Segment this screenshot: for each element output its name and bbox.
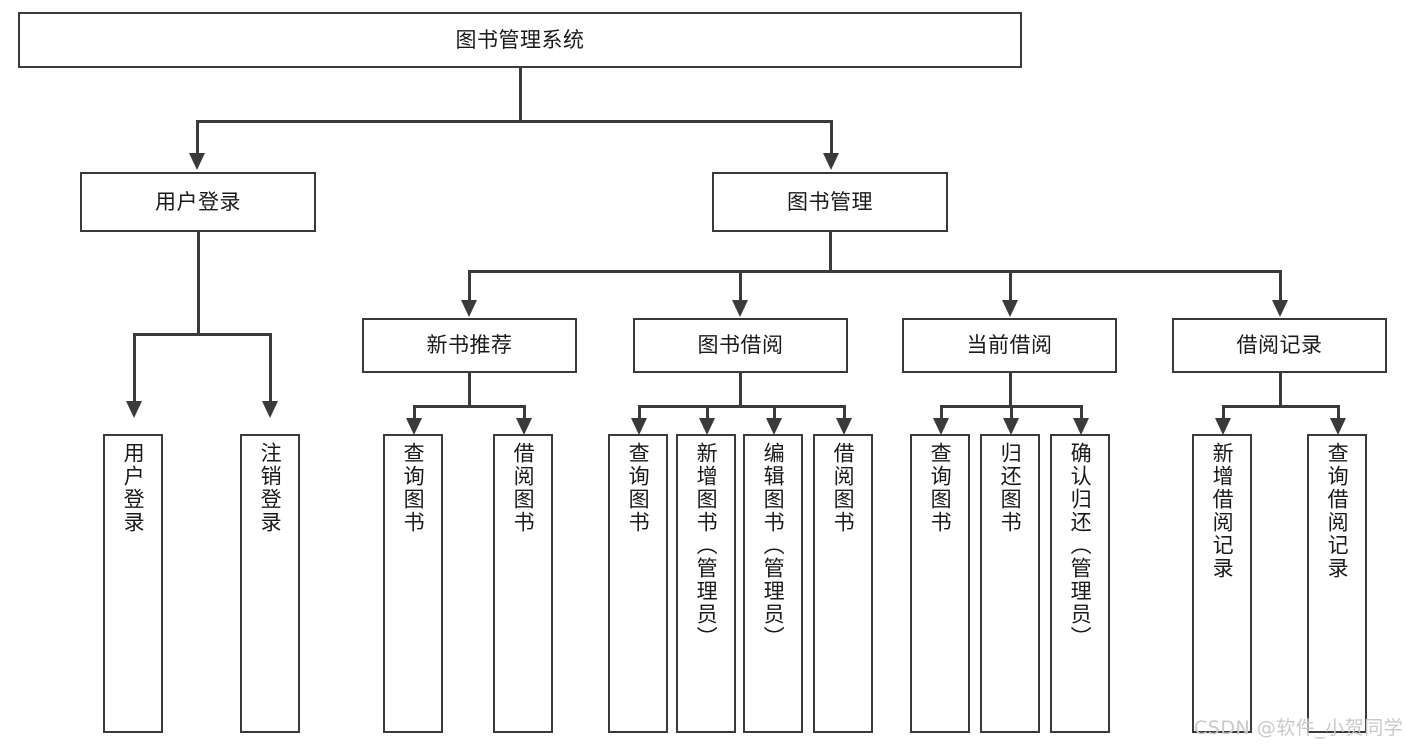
node-label: 查询图书 [626, 442, 651, 534]
leaf-user-login-login[interactable]: 用户登录 [103, 434, 163, 733]
connector-user-login-to-leaf-1 [133, 333, 136, 403]
node-root-book-management-system[interactable]: 图书管理系统 [18, 12, 1022, 68]
connector-root-stem [519, 68, 522, 122]
leaf-book-borrow-query-book[interactable]: 查询图书 [608, 434, 668, 733]
arrowhead-root-to-user-login [189, 153, 205, 170]
connector-book-management-stem [829, 232, 832, 272]
leaf-user-login-logout[interactable]: 注销登录 [240, 434, 300, 733]
arrowhead-book-borrow-leaf-4 [836, 418, 852, 435]
node-book-borrow[interactable]: 图书借阅 [633, 318, 848, 373]
node-label: 图书借阅 [697, 333, 784, 358]
connector-book-borrow-stem [739, 373, 742, 407]
connector-book-borrow-leaf-1 [638, 405, 641, 423]
node-label: 查询图书 [928, 442, 953, 534]
leaf-current-borrow-return-book[interactable]: 归还图书 [980, 434, 1040, 733]
connector-new-book-bar [413, 405, 523, 408]
node-label: 归还图书 [998, 442, 1023, 534]
leaf-borrow-record-add-record[interactable]: 新增借阅记录 [1192, 434, 1252, 733]
arrowhead-current-borrow-leaf-3 [1073, 418, 1089, 435]
connector-root-to-book-management [830, 120, 833, 155]
node-label: 借阅图书 [511, 442, 536, 534]
leaf-new-book-query-book[interactable]: 查询图书 [383, 434, 443, 733]
connector-book-borrow-leaf-4 [843, 405, 846, 423]
connector-borrow-record-stem [1279, 373, 1282, 407]
connector-bm-to-current-borrow [1009, 270, 1012, 302]
arrowhead-bm-current-borrow [1002, 300, 1018, 317]
arrowhead-new-book-leaf-1 [406, 418, 422, 435]
arrowhead-book-borrow-leaf-2 [699, 418, 715, 435]
arrowhead-user-login-leaf-2 [262, 401, 278, 418]
node-label: 新增借阅记录 [1210, 442, 1235, 580]
connector-root-to-user-login [196, 120, 199, 155]
node-new-book-recommend[interactable]: 新书推荐 [362, 318, 577, 373]
connector-current-borrow-leaf-3 [1080, 405, 1083, 423]
node-label: 查询借阅记录 [1325, 442, 1350, 580]
arrowhead-bm-new-book [461, 300, 477, 317]
leaf-current-borrow-confirm-return-admin[interactable]: 确认归还（管理员） [1050, 434, 1110, 733]
arrowhead-bm-borrow-record [1272, 300, 1288, 317]
connector-bm-to-book-borrow [739, 270, 742, 302]
connector-book-management-bar [468, 270, 1282, 273]
node-label: 图书管理系统 [455, 27, 585, 52]
node-label: 借阅记录 [1236, 333, 1323, 358]
node-label: 当前借阅 [966, 333, 1053, 358]
connector-current-borrow-leaf-1 [940, 405, 943, 423]
connector-user-login-to-leaf-2 [269, 333, 272, 403]
node-label: 用户登录 [155, 189, 241, 214]
leaf-new-book-borrow-book[interactable]: 借阅图书 [493, 434, 553, 733]
leaf-borrow-record-query-record[interactable]: 查询借阅记录 [1307, 434, 1367, 733]
connector-new-book-stem [468, 373, 471, 407]
node-label: 编辑图书（管理员） [761, 442, 786, 649]
arrowhead-book-borrow-leaf-3 [766, 418, 782, 435]
leaf-current-borrow-query-book[interactable]: 查询图书 [910, 434, 970, 733]
node-borrow-record[interactable]: 借阅记录 [1172, 318, 1387, 373]
connector-bm-to-new-book [468, 270, 471, 302]
node-label: 新书推荐 [426, 333, 513, 358]
connector-new-book-leaf-2 [523, 405, 526, 423]
node-label: 新增图书（管理员） [694, 442, 719, 649]
node-book-management[interactable]: 图书管理 [712, 172, 948, 232]
connector-root-bar [196, 120, 832, 123]
connector-book-borrow-leaf-2 [706, 405, 709, 423]
node-label: 图书管理 [787, 189, 873, 214]
node-user-login[interactable]: 用户登录 [80, 172, 316, 232]
arrowhead-bm-book-borrow [732, 300, 748, 317]
node-label: 注销登录 [258, 442, 283, 534]
node-label: 用户登录 [121, 442, 146, 534]
arrowhead-borrow-record-leaf-1 [1215, 418, 1231, 435]
leaf-book-borrow-edit-book-admin[interactable]: 编辑图书（管理员） [743, 434, 803, 733]
arrowhead-current-borrow-leaf-1 [933, 418, 949, 435]
connector-book-borrow-leaf-3 [773, 405, 776, 423]
connector-borrow-record-leaf-1 [1222, 405, 1225, 423]
connector-book-borrow-bar [638, 405, 843, 408]
connector-bm-to-borrow-record [1279, 270, 1282, 302]
connector-current-borrow-stem [1009, 373, 1012, 407]
node-current-borrow[interactable]: 当前借阅 [902, 318, 1117, 373]
node-label: 查询图书 [401, 442, 426, 534]
connector-borrow-record-bar [1222, 405, 1337, 408]
arrowhead-book-borrow-leaf-1 [631, 418, 647, 435]
leaf-book-borrow-add-book-admin[interactable]: 新增图书（管理员） [676, 434, 736, 733]
connector-borrow-record-leaf-2 [1337, 405, 1340, 423]
csdn-watermark: CSDN @软件_小贺同学 [1194, 717, 1404, 739]
arrowhead-current-borrow-leaf-2 [1003, 418, 1019, 435]
connector-current-borrow-leaf-2 [1010, 405, 1013, 423]
arrowhead-borrow-record-leaf-2 [1330, 418, 1346, 435]
connector-user-login-stem [197, 232, 200, 335]
connector-user-login-bar [133, 333, 269, 336]
node-label: 借阅图书 [831, 442, 856, 534]
node-label: 确认归还（管理员） [1068, 442, 1093, 649]
arrowhead-root-to-book-management [823, 153, 839, 170]
arrowhead-user-login-leaf-1 [126, 401, 142, 418]
connector-new-book-leaf-1 [413, 405, 416, 423]
arrowhead-new-book-leaf-2 [516, 418, 532, 435]
leaf-book-borrow-borrow-book[interactable]: 借阅图书 [813, 434, 873, 733]
